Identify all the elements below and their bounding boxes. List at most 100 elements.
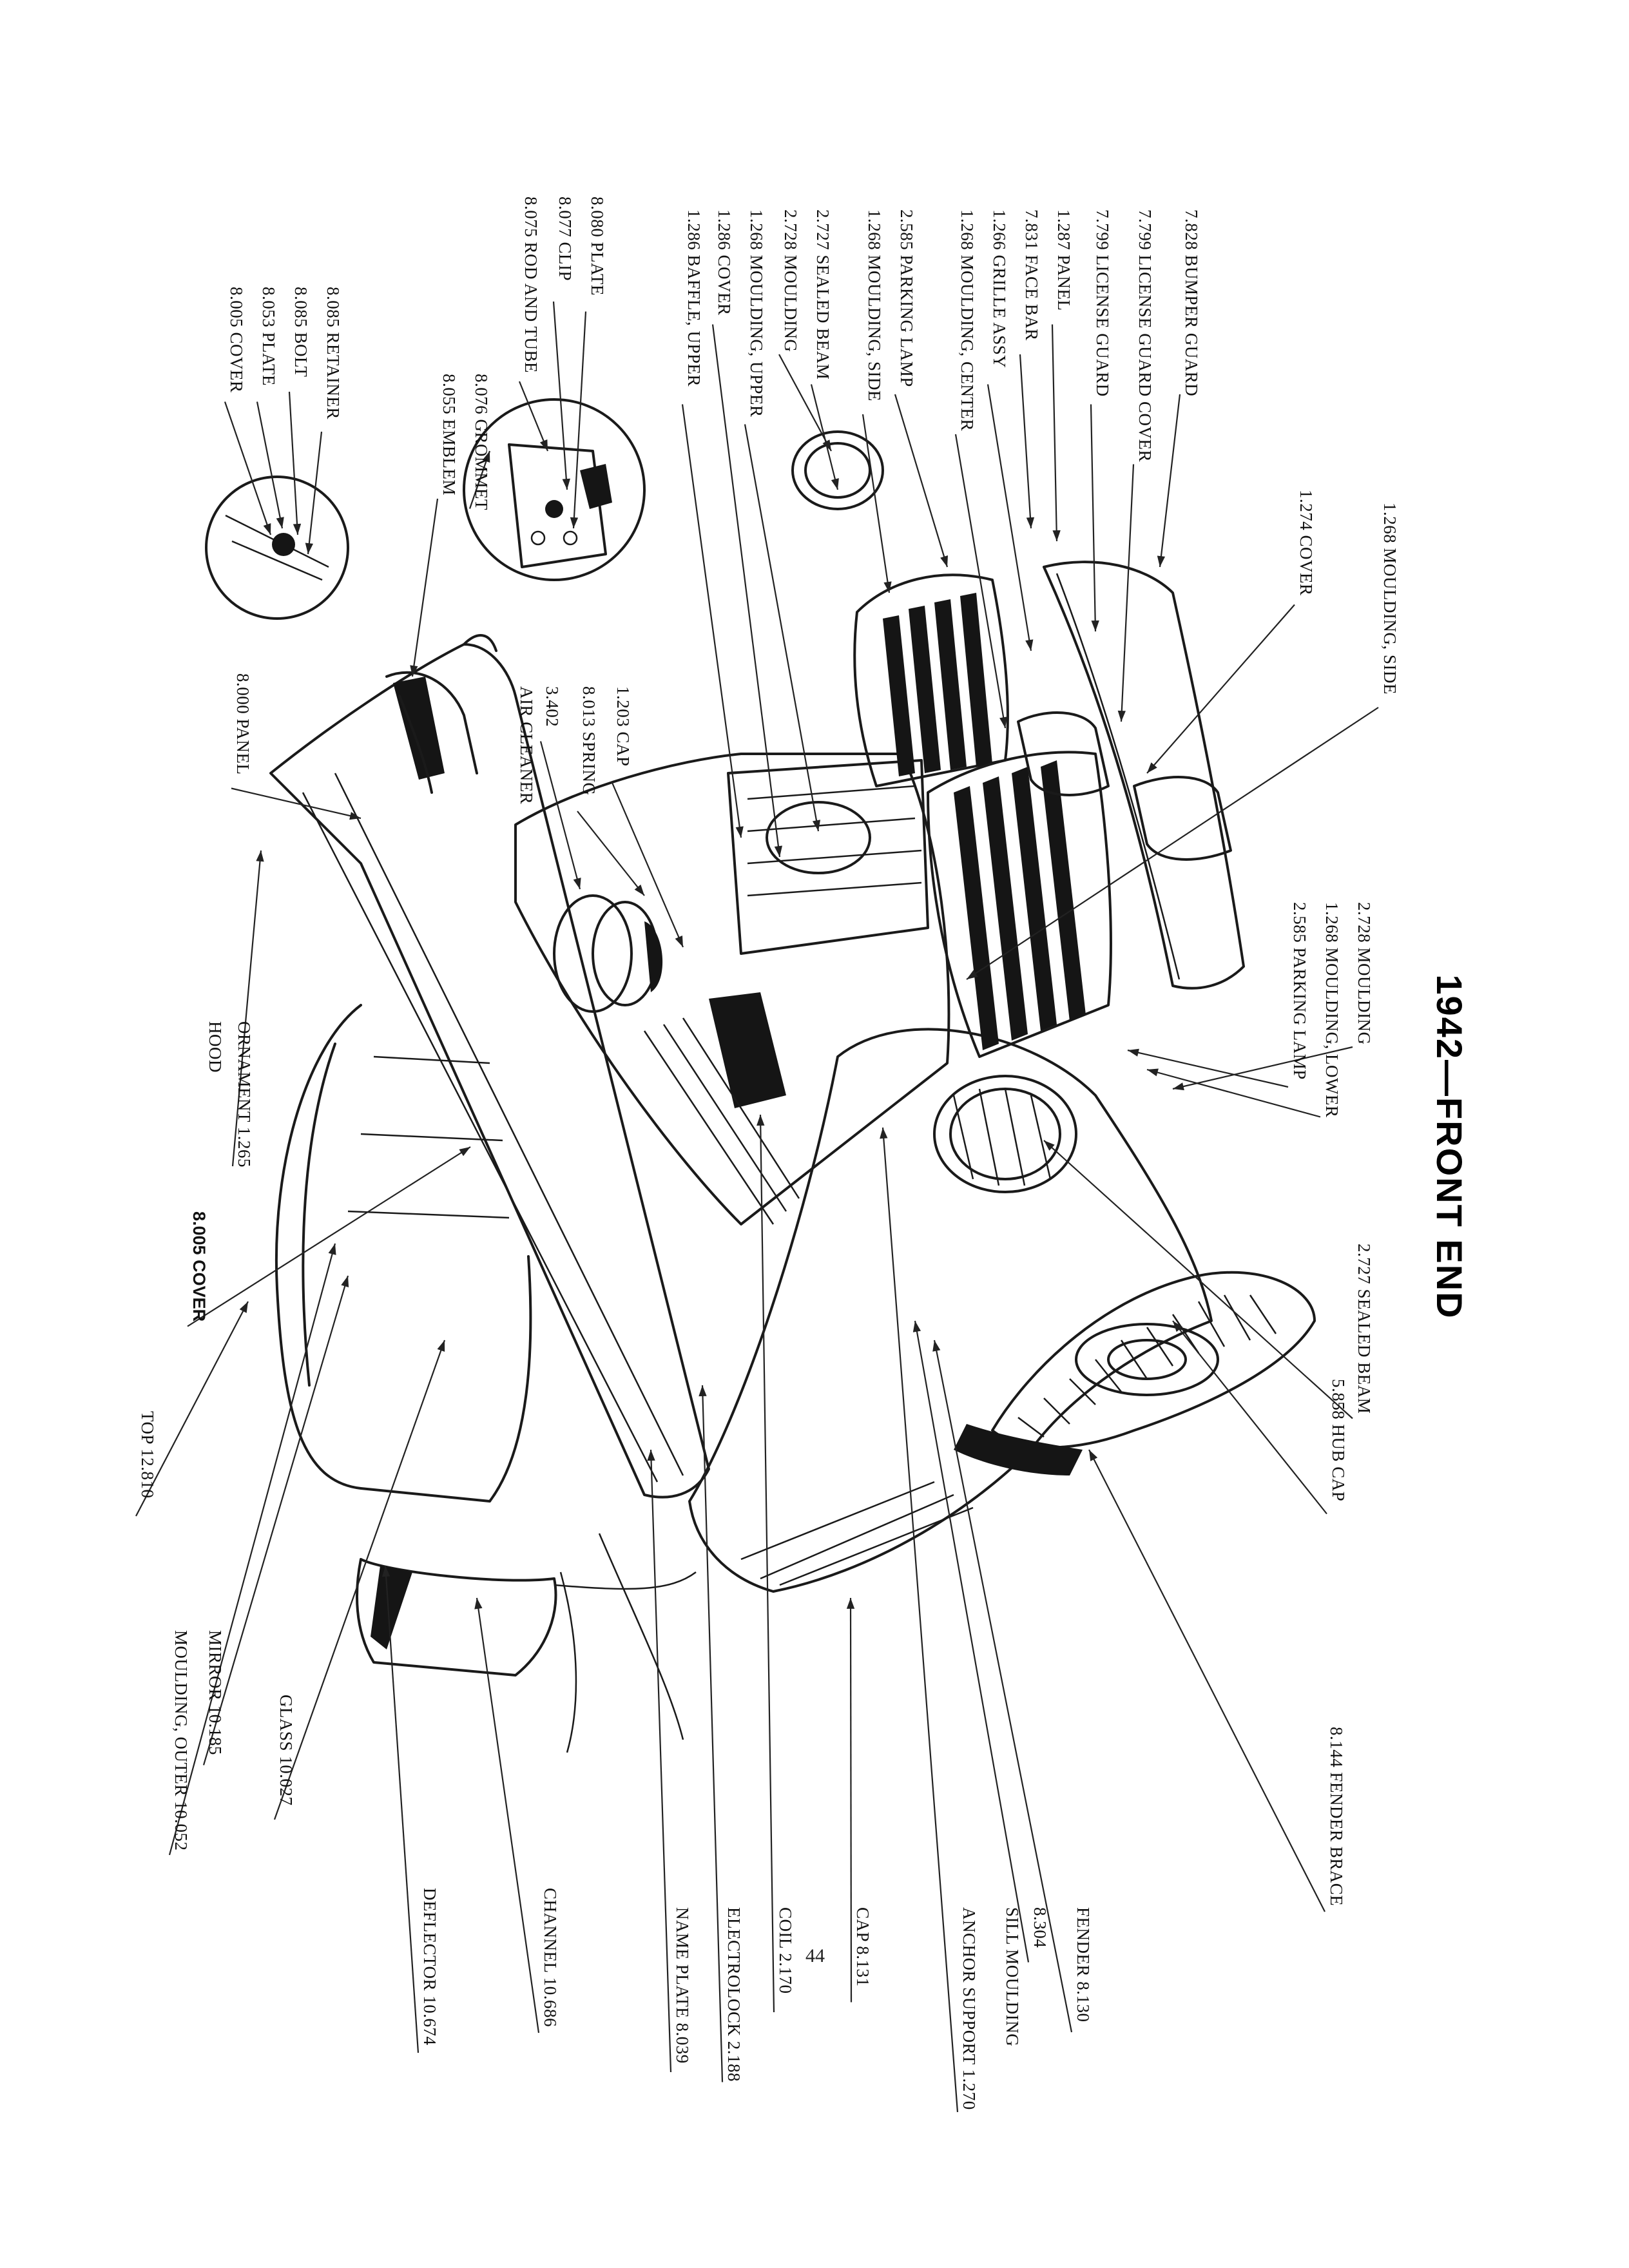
car-illustration	[205, 398, 1316, 1753]
leader-line	[168, 1243, 336, 1856]
callout-label: 8.080 PLATE	[588, 197, 607, 296]
leader-arrowhead	[570, 517, 579, 528]
leader-arrowhead	[482, 451, 490, 463]
leader-arrowhead	[437, 1340, 445, 1352]
leader-line	[744, 424, 820, 832]
leader-arrowhead	[1091, 620, 1099, 631]
leader-arrowhead	[1026, 517, 1035, 528]
leader-line	[231, 850, 262, 1167]
leader-line	[1120, 464, 1135, 722]
leader-arrowhead	[757, 1115, 765, 1126]
leader-line	[273, 1340, 446, 1820]
callout-label: SILL MOULDING	[1003, 1907, 1022, 2046]
leader-arrowhead	[1044, 1140, 1055, 1151]
leader-arrowhead	[699, 1385, 707, 1397]
leader-arrowhead	[1173, 1321, 1183, 1332]
leader-line	[914, 1320, 1030, 1963]
leader-line	[1159, 394, 1181, 568]
callout-label: 7.799 LICENSE GUARD COVER	[1135, 209, 1155, 462]
callout-label: 8.144 FENDER BRACE	[1327, 1727, 1346, 1906]
lower-grille-bars	[954, 760, 1086, 1050]
leader-line	[701, 1385, 724, 2082]
leader-line	[135, 1301, 249, 1517]
callout-label: 2.727 SEALED BEAM	[1354, 1244, 1374, 1414]
leader-arrowhead	[1147, 1068, 1159, 1077]
leader-line	[1127, 1049, 1289, 1088]
leader-arrowhead	[349, 812, 361, 820]
callout-label: 7.828 BUMPER GUARD	[1182, 209, 1201, 396]
callout-label: 1.266 GRILLE ASSY	[990, 209, 1009, 368]
callout-label: CAP 8.131	[853, 1907, 872, 1987]
leader-arrowhead	[328, 1244, 336, 1255]
leader-arrowhead	[932, 1340, 941, 1352]
leader-line	[1146, 604, 1295, 774]
leader-line	[256, 401, 284, 529]
leader-line	[411, 498, 439, 677]
callout-label: 1.287 PANEL	[1054, 209, 1074, 311]
leader-arrowhead	[1117, 710, 1126, 722]
leader-arrowhead	[539, 439, 548, 451]
leader-line	[1088, 1449, 1325, 1912]
callout-label: 8.055 EMBLEM	[439, 374, 459, 495]
leader-line	[933, 1340, 1073, 2033]
callout-label: MIRROR 10.185	[206, 1630, 225, 1755]
leader-arrowhead	[381, 1566, 390, 1577]
leader-arrowhead	[883, 581, 892, 593]
leader-line	[539, 741, 581, 890]
leader-line	[681, 404, 742, 838]
leader-arrowhead	[1157, 555, 1166, 567]
leader-arrowhead	[562, 478, 570, 490]
leader-line	[1051, 324, 1058, 542]
leader-line	[384, 1565, 419, 2053]
callout-label: AIR CLEANER	[517, 686, 536, 804]
leader-line	[1090, 404, 1097, 632]
leader-line	[650, 1449, 672, 2073]
leader-arrowhead	[846, 1598, 855, 1609]
callout-label: 2.585 PARKING LAMP	[1290, 902, 1309, 1080]
callout-label: 2.585 PARKING LAMP	[897, 209, 916, 387]
leader-line	[224, 401, 272, 535]
leader-arrowhead	[999, 716, 1008, 728]
leader-arrowhead	[1147, 762, 1157, 773]
callout-label: 1.268 MOULDING, SIDE	[865, 209, 884, 401]
callout-label: 8.085 BOLT	[291, 287, 311, 378]
leader-line	[231, 787, 361, 820]
callout-label: FENDER 8.130	[1074, 1907, 1093, 2023]
callout-label: 8.013 SPRING	[579, 686, 599, 796]
callout-label: 7.831 FACE BAR	[1022, 209, 1041, 341]
callout-label: 8.005 COVER	[189, 1211, 209, 1321]
leader-line	[610, 781, 684, 948]
leader-arrowhead	[341, 1276, 349, 1287]
leader-arrowhead	[735, 826, 744, 838]
leader-arrowhead	[831, 478, 839, 490]
leader-arrowhead	[1173, 1082, 1184, 1091]
leader-arrowhead	[940, 555, 949, 567]
leader-line	[518, 381, 549, 452]
callout-label: 1.268 MOULDING, LOWER	[1322, 902, 1342, 1117]
callout-label: 1.274 COVER	[1296, 490, 1316, 596]
leader-arrowhead	[912, 1321, 921, 1332]
leader-arrowhead	[474, 1598, 483, 1610]
callout-label: DEFLECTOR 10.674	[420, 1888, 439, 2046]
callout-label: 7.799 LICENSE GUARD	[1093, 209, 1112, 397]
callout-label: GLASS 10.027	[276, 1695, 296, 1806]
callout-label: 2.728 MOULDING	[781, 209, 800, 352]
callout-label: 1.268 MOULDING, UPPER	[747, 209, 766, 418]
callout-label: HOOD	[206, 1021, 225, 1073]
callout-label: 8.304	[1030, 1907, 1050, 1948]
leader-line	[552, 301, 568, 490]
leader-arrowhead	[675, 936, 683, 947]
leader-line	[894, 394, 949, 568]
leader-line	[711, 324, 781, 858]
leader-line	[966, 707, 1379, 980]
callout-label: TOP 12.810	[138, 1411, 157, 1499]
leader-line	[288, 391, 299, 535]
leader-arrowhead	[256, 850, 264, 862]
leader-arrowhead	[1128, 1048, 1139, 1057]
leader-arrowhead	[1052, 530, 1061, 541]
page-number: 44	[805, 1945, 825, 1966]
leader-arrowhead	[774, 845, 783, 857]
leader-arrowhead	[239, 1302, 248, 1313]
callout-label: 8.075 ROD AND TUBE	[521, 197, 541, 373]
